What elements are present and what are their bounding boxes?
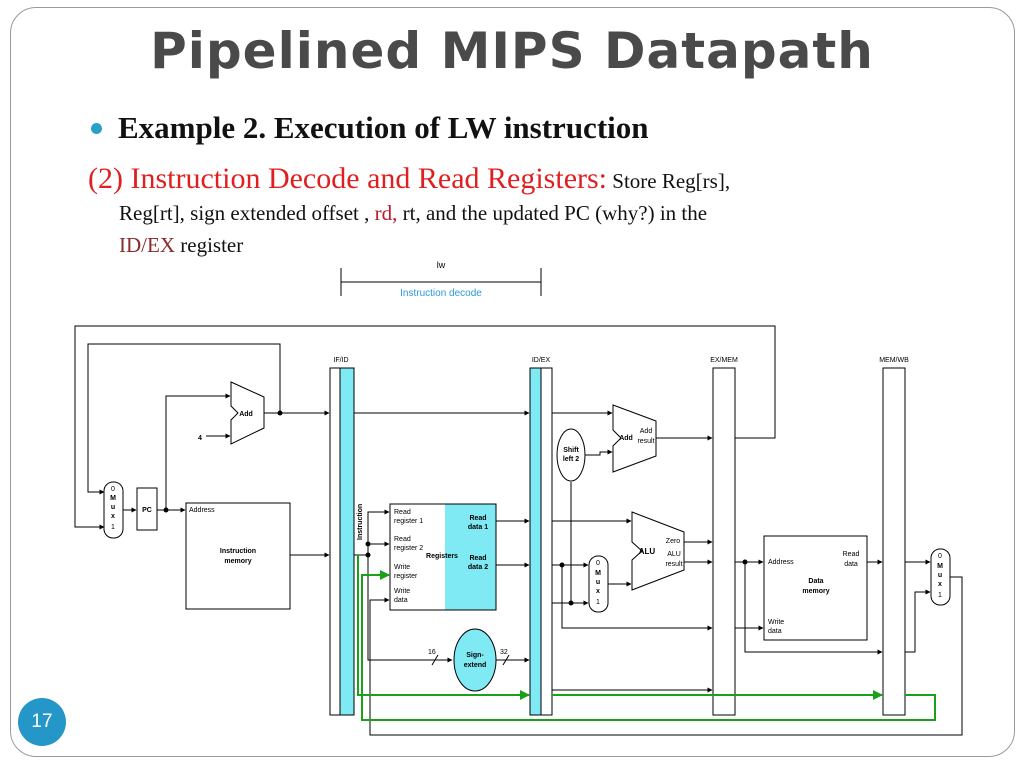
svg-text:Add: Add (619, 435, 633, 442)
svg-text:0: 0 (938, 553, 942, 560)
svg-text:Write: Write (768, 619, 784, 626)
svg-text:Instruction: Instruction (220, 548, 256, 555)
svg-text:result: result (665, 561, 682, 568)
sign-extend-unit: Sign- extend 16 32 (428, 628, 510, 692)
svg-text:Address: Address (189, 507, 215, 514)
body-part1: Store Reg[rs], (607, 169, 731, 193)
svg-text:0: 0 (111, 486, 115, 493)
svg-text:x: x (111, 513, 115, 520)
svg-text:u: u (596, 579, 600, 586)
svg-text:register 2: register 2 (394, 545, 423, 552)
body-line3: ID/EX register (88, 229, 948, 261)
svg-text:Data: Data (808, 578, 823, 585)
svg-text:Shift: Shift (563, 447, 579, 454)
svg-text:Read: Read (843, 551, 860, 558)
const-four: 4 (198, 435, 202, 442)
svg-text:ALU: ALU (667, 551, 681, 558)
svg-text:Add: Add (640, 428, 653, 435)
svg-text:result: result (637, 438, 654, 445)
instruction-memory: Address Instruction memory (185, 502, 291, 610)
body-part4: register (175, 233, 244, 257)
svg-text:x: x (938, 581, 942, 588)
pipeline-register-ifid: IF/ID (329, 357, 355, 716)
pipeline-register-memwb: MEM/WB (879, 357, 909, 716)
data-memory: Address Read data Data memory Write data (763, 535, 868, 641)
svg-text:u: u (111, 504, 115, 511)
svg-text:memory: memory (224, 558, 251, 565)
stage-instruction-label: lw (437, 260, 446, 270)
pc-register: PC (136, 487, 158, 531)
body-part2: Reg[rt], sign extended offset , (119, 201, 375, 225)
svg-text:1: 1 (111, 524, 115, 531)
svg-text:1: 1 (596, 599, 600, 606)
svg-text:data: data (394, 597, 408, 604)
idex-label: ID/EX (532, 357, 551, 364)
svg-text:Read: Read (469, 515, 486, 522)
stage-name-label: Instruction decode (400, 288, 482, 299)
branch-adder: Add Add result (612, 404, 657, 473)
bits-out-label: 32 (500, 649, 508, 656)
slide-title: Pipelined MIPS Datapath (150, 22, 874, 80)
memwb-label: MEM/WB (879, 357, 909, 364)
svg-text:data: data (844, 561, 858, 568)
svg-text:ALU: ALU (639, 547, 656, 556)
svg-text:Sign-: Sign- (466, 652, 484, 659)
svg-text:0: 0 (596, 560, 600, 567)
svg-text:x: x (596, 588, 600, 595)
slide-frame (10, 7, 1015, 757)
svg-text:data: data (768, 628, 782, 635)
svg-text:Write: Write (394, 588, 410, 595)
svg-text:data 2: data 2 (468, 564, 488, 571)
svg-text:Add: Add (239, 411, 253, 418)
svg-text:Address: Address (768, 559, 794, 566)
svg-text:PC: PC (142, 507, 152, 514)
svg-text:M: M (937, 563, 943, 570)
svg-text:Registers: Registers (426, 553, 458, 560)
alu: ALU Zero ALU result (631, 511, 685, 591)
pc-mux: 0 M u x 1 (103, 481, 124, 539)
shift-left-unit: Shift left 2 (556, 428, 586, 482)
slide-number-badge: 17 (18, 698, 66, 746)
svg-text:u: u (938, 572, 942, 579)
pipeline-register-exmem: EX/MEM (710, 357, 738, 716)
pipeline-register-idex: ID/EX (529, 357, 553, 716)
ifid-label: IF/ID (333, 357, 348, 364)
bits-in-label: 16 (428, 649, 436, 656)
svg-text:Zero: Zero (666, 538, 681, 545)
body-idex: ID/EX (119, 233, 175, 257)
pc-adder: Add 4 (198, 381, 265, 445)
body-part3: rt, and the updated PC (why?) in the (397, 201, 708, 225)
body-paragraph: (2) Instruction Decode and Read Register… (88, 163, 948, 261)
bullet-icon (91, 123, 102, 134)
writeback-mux: 0 M u x 1 (930, 548, 951, 606)
svg-text:data 1: data 1 (468, 524, 488, 531)
svg-text:register: register (394, 573, 418, 580)
junction-dots (163, 410, 748, 606)
svg-text:left 2: left 2 (563, 456, 579, 463)
svg-text:memory: memory (802, 588, 829, 595)
body-line2: Reg[rt], sign extended offset , rd, rt, … (88, 197, 948, 229)
stage-indicator: lw Instruction decode (340, 260, 542, 299)
svg-text:Read: Read (469, 555, 486, 562)
register-file: Read register 1 Read register 2 Write re… (389, 503, 497, 611)
datapath-wires (74, 325, 963, 736)
svg-text:Write: Write (394, 564, 410, 571)
body-rd: rd, (374, 201, 398, 225)
bullet-text: Example 2. Execution of LW instruction (118, 110, 649, 145)
instruction-bus-label: Instruction (357, 504, 364, 540)
svg-text:Read: Read (394, 509, 411, 516)
svg-text:register 1: register 1 (394, 518, 423, 525)
alu-src-mux: 0 M u x 1 (588, 555, 609, 613)
svg-text:1: 1 (938, 592, 942, 599)
step-heading: (2) Instruction Decode and Read Register… (88, 162, 608, 195)
svg-text:extend: extend (464, 662, 487, 669)
write-register-path (357, 555, 936, 721)
svg-text:M: M (595, 570, 601, 577)
svg-text:M: M (110, 495, 116, 502)
svg-text:Read: Read (394, 536, 411, 543)
exmem-label: EX/MEM (710, 357, 738, 364)
